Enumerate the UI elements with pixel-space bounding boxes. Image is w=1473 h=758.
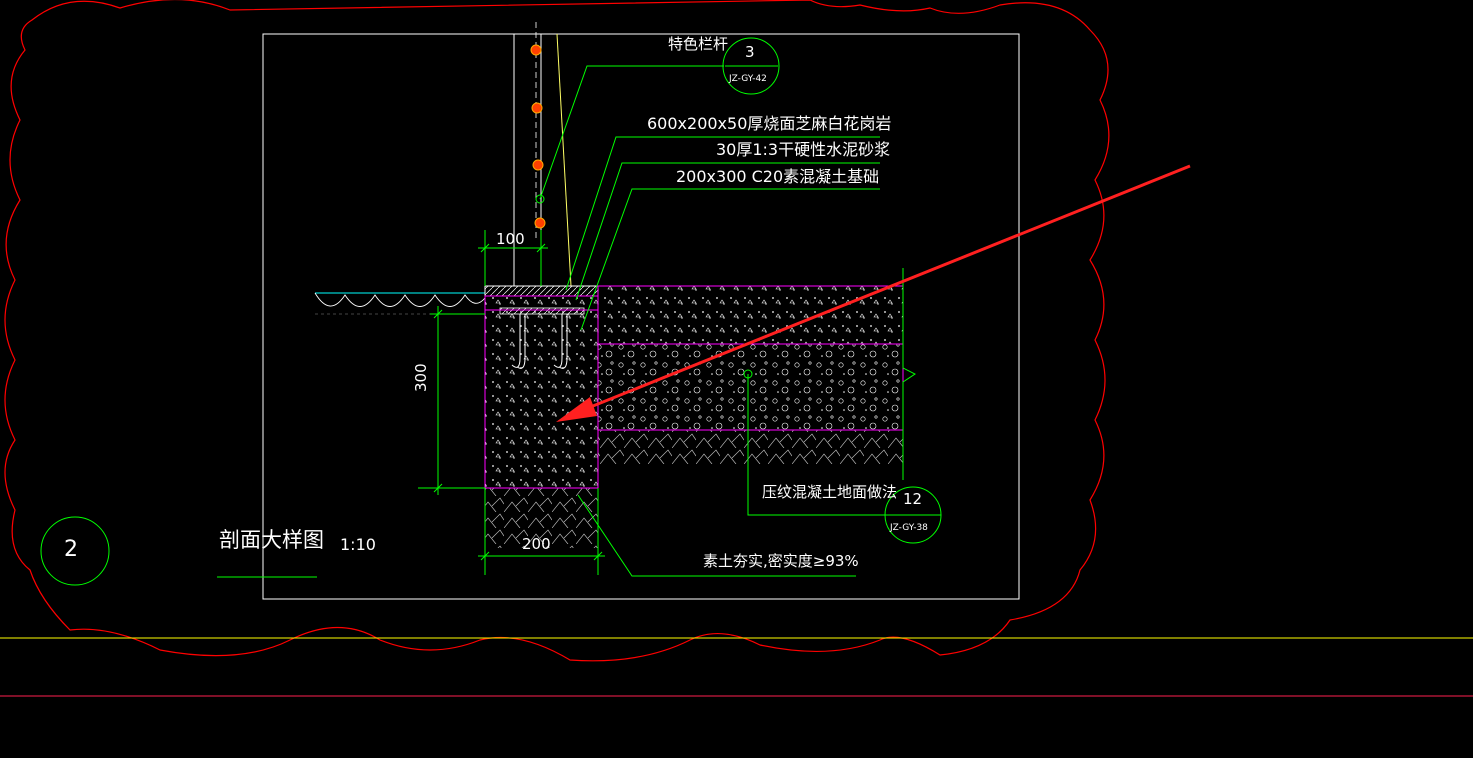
anchor-bolt-left — [511, 314, 526, 369]
layer-mortar-label: 30厚1:3干硬性水泥砂浆 — [716, 140, 891, 159]
railing-ref-sheet: JZ-GY-42 — [729, 74, 767, 84]
paving-ref-number: 12 — [903, 490, 923, 508]
compacted-soil — [485, 488, 598, 548]
markup-arrow — [556, 164, 1191, 422]
granite-cap — [484, 285, 599, 297]
drawing-frame — [262, 33, 1020, 600]
drawing-scale: 1:10 — [340, 535, 376, 554]
paving-subgrade — [598, 430, 903, 464]
break-line — [902, 268, 916, 480]
revision-cloud — [4, 0, 1110, 662]
anchor-bolt-right — [553, 314, 568, 369]
railing-label: 特色栏杆 — [668, 35, 729, 53]
railing-ref-number: 3 — [745, 43, 755, 61]
detail-number: 2 — [64, 537, 78, 562]
detail-number-bubble — [40, 516, 110, 586]
paving-label: 压纹混凝土地面做法 — [762, 483, 898, 501]
layer-granite-label: 600x200x50厚烧面芝麻白花岗岩 — [647, 114, 892, 133]
dim-top-width: 100 — [496, 230, 525, 248]
drawing-title: 剖面大样图 — [219, 528, 324, 552]
railing-ref-bubble — [722, 37, 780, 95]
dimension-top — [478, 230, 548, 286]
dim-bottom-width: 200 — [522, 535, 551, 553]
paving-ref-sheet: JZ-GY-38 — [890, 523, 928, 533]
soil-label: 素土夯实,密实度≥93% — [703, 552, 859, 570]
concrete-foundation — [484, 309, 599, 489]
dimension-depth — [418, 306, 485, 495]
paving-top-layer — [597, 285, 904, 345]
dimension-bottom — [478, 488, 605, 575]
grade-left — [314, 292, 486, 315]
dim-depth: 300 — [412, 363, 430, 392]
layer-foundation-label: 200x300 C20素混凝土基础 — [676, 167, 880, 186]
leader-lines — [539, 65, 886, 577]
